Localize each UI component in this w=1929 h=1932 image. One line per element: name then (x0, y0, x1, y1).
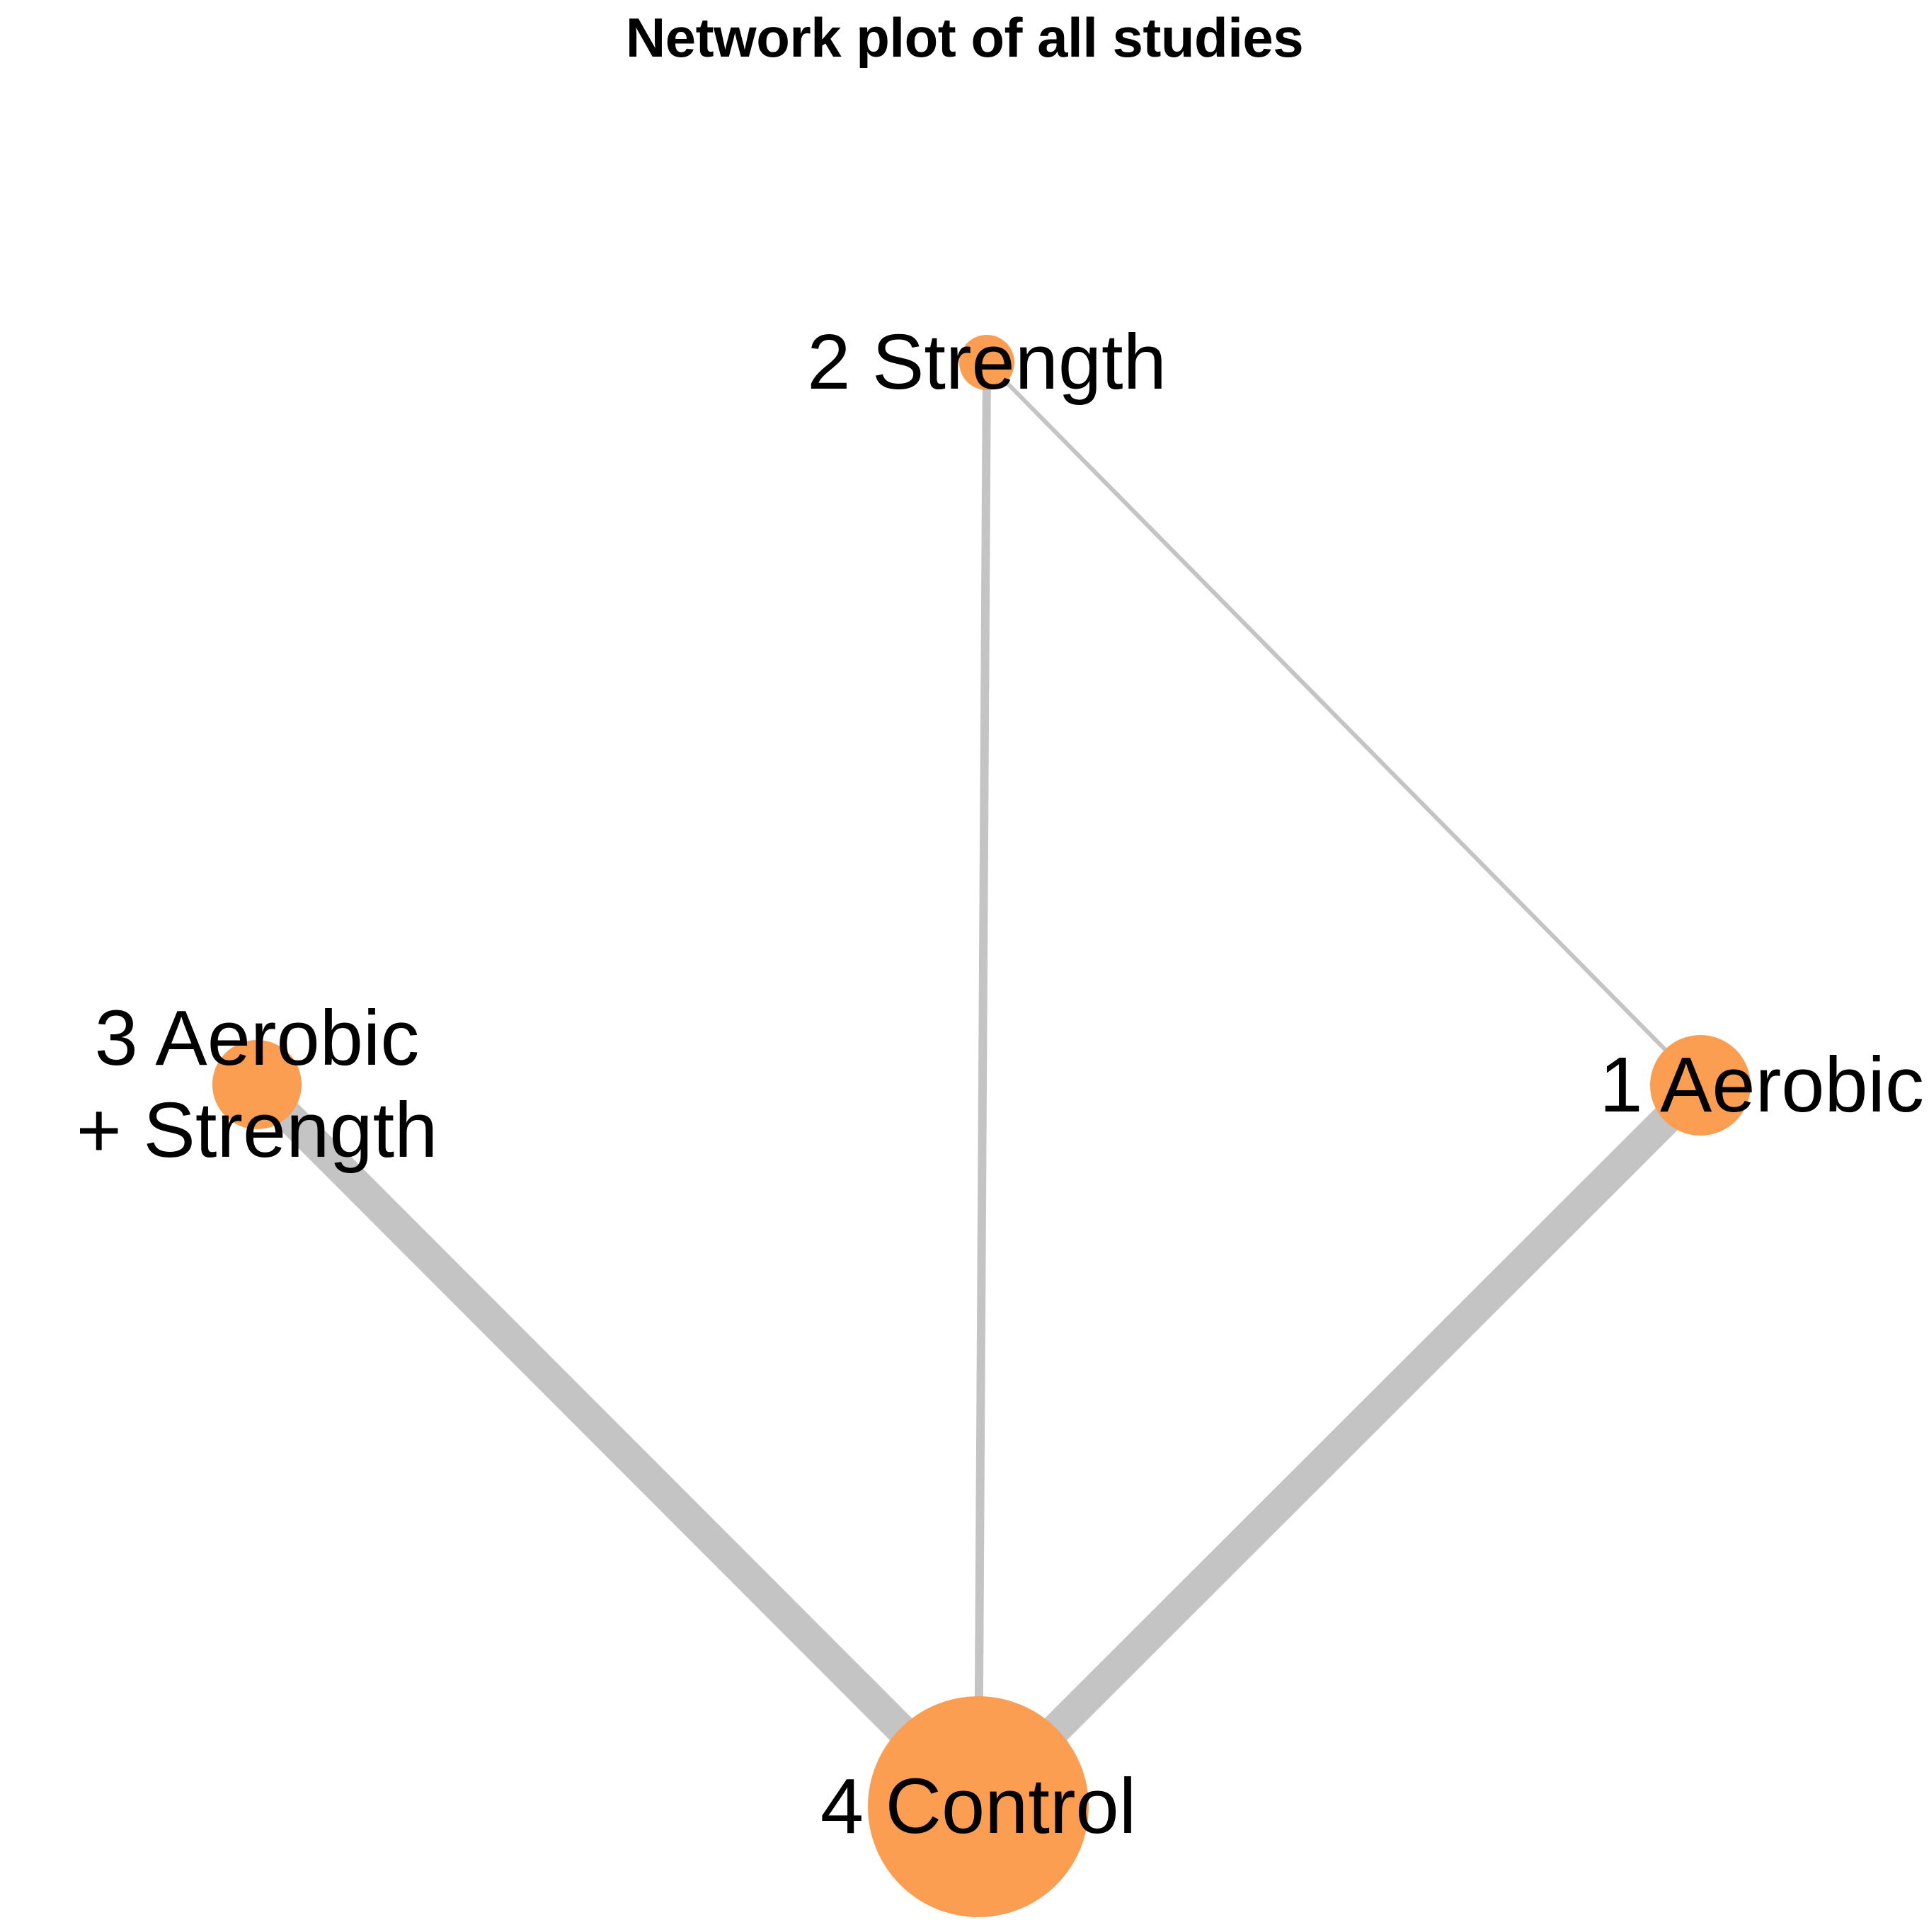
nodes-layer (212, 335, 1751, 1917)
network-node-3[interactable] (212, 1040, 302, 1129)
edges-layer (246, 360, 1712, 1818)
network-edge (967, 1074, 1712, 1818)
page-title: Network plot of all studies (625, 6, 1304, 69)
network-node-1[interactable] (1650, 1035, 1751, 1136)
network-edge (974, 362, 991, 1807)
network-node-4[interactable] (868, 1696, 1089, 1917)
network-edge (985, 360, 1702, 1087)
network-node-2[interactable] (959, 335, 1014, 390)
network-edge (246, 1073, 990, 1818)
